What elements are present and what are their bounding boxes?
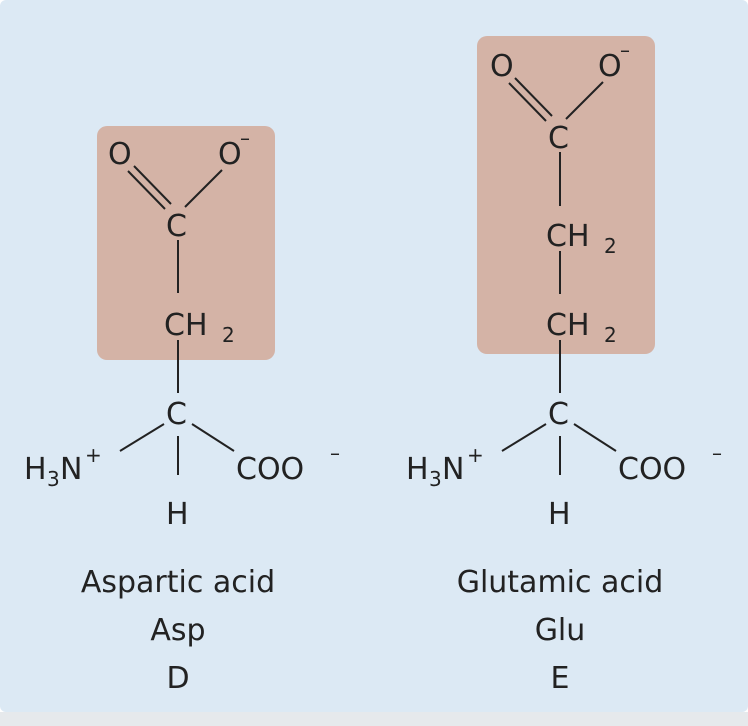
glutamic-acid-structure: O O – C CH 2 CH 2 C H 3 N + COO – H Glut… — [406, 36, 722, 696]
asp-atom-ch: CH — [164, 308, 208, 343]
asp-double-bond-line2 — [133, 165, 172, 205]
asp-subscript-3: 3 — [47, 467, 60, 491]
glu-minus-sign: – — [620, 38, 630, 62]
glu-one-letter-code: E — [551, 661, 570, 696]
asp-atom-o-minus: O — [218, 137, 242, 172]
glu-atom-carboxyl-c: C — [548, 121, 569, 156]
asp-coo-minus-sign: – — [330, 441, 340, 465]
glu-three-letter-code: Glu — [535, 613, 586, 648]
glu-full-name: Glutamic acid — [457, 565, 664, 600]
glu-atom-alpha-h: H — [548, 497, 571, 532]
asp-atom-coo: COO — [236, 452, 304, 487]
asp-subscript-2: 2 — [222, 323, 235, 347]
glu-atom-amino-h: H — [406, 452, 429, 487]
asp-atom-amino-n: N — [60, 452, 82, 487]
glu-atom-coo: COO — [618, 452, 686, 487]
glu-side-chain-highlight — [477, 36, 655, 354]
glu-bond-calpha-coo — [573, 423, 617, 452]
bottom-strip — [0, 712, 748, 726]
asp-double-bond-line1 — [127, 170, 166, 210]
glu-atom-amino-n: N — [442, 452, 464, 487]
glu-subscript-2a: 2 — [604, 234, 617, 258]
glu-double-bond-line1 — [508, 82, 547, 122]
asp-atom-alpha-c: C — [166, 397, 187, 432]
glu-coo-minus-sign: – — [712, 441, 722, 465]
aspartic-acid-structure: O O – C CH 2 C H 3 N + COO – H Aspartic … — [24, 126, 340, 696]
asp-minus-sign: – — [240, 126, 250, 150]
asp-bond-calpha-coo — [191, 423, 235, 452]
asp-bond-calpha-n — [119, 423, 165, 452]
glu-atom-alpha-c: C — [548, 397, 569, 432]
asp-atom-alpha-h: H — [166, 497, 189, 532]
glu-atom-ch-2: CH — [546, 308, 590, 343]
asp-single-bond-ominus — [184, 169, 223, 208]
glu-bond-calpha-n — [501, 423, 547, 452]
asp-atom-o: O — [108, 137, 132, 172]
glu-double-bond-line2 — [514, 77, 553, 117]
asp-full-name: Aspartic acid — [81, 565, 275, 600]
asp-plus-sign: + — [85, 443, 102, 467]
glu-single-bond-ominus — [565, 81, 604, 120]
asp-one-letter-code: D — [166, 661, 189, 696]
glu-atom-o: O — [490, 49, 514, 84]
glu-atom-o-minus: O — [598, 49, 622, 84]
asp-atom-amino-h: H — [24, 452, 47, 487]
asp-three-letter-code: Asp — [150, 613, 205, 648]
glu-plus-sign: + — [467, 443, 484, 467]
glu-subscript-2b: 2 — [604, 323, 617, 347]
glu-atom-ch-1: CH — [546, 219, 590, 254]
glu-subscript-3: 3 — [429, 467, 442, 491]
asp-atom-carboxyl-c: C — [166, 209, 187, 244]
